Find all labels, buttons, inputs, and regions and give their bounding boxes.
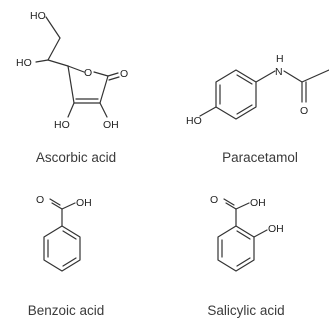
salicylic-oh-ring-label: OH bbox=[268, 223, 284, 235]
ascorbic-ho-top-label: HO bbox=[30, 10, 46, 22]
ascorbic-carbonyl-oxygen-label: O bbox=[120, 68, 128, 80]
paracetamol-o-label: O bbox=[300, 105, 308, 117]
salicylic-acid-structure: O OH OH bbox=[210, 194, 284, 272]
ascorbic-ho-side-label: HO bbox=[16, 57, 32, 69]
ascorbic-oh-bottom-right-label: OH bbox=[103, 119, 119, 131]
ascorbic-acid-caption: Ascorbic acid bbox=[35, 150, 117, 165]
paracetamol-n-label: N bbox=[275, 66, 283, 78]
benzoic-o-label: O bbox=[36, 194, 44, 206]
benzoic-acid-structure: O OH bbox=[36, 194, 92, 272]
salicylic-acid-caption: Salicylic acid bbox=[207, 303, 285, 318]
paracetamol-ho-label: HO bbox=[186, 115, 202, 127]
ascorbic-ring-oxygen-label: O bbox=[84, 67, 92, 79]
salicylic-o-label: O bbox=[210, 194, 218, 206]
benzoic-acid-caption: Benzoic acid bbox=[27, 303, 105, 318]
benzoic-oh-label: OH bbox=[76, 197, 92, 209]
ascorbic-ho-bottom-left-label: HO bbox=[54, 119, 70, 131]
salicylic-oh-acid-label: OH bbox=[250, 197, 266, 209]
paracetamol-h-label: H bbox=[276, 53, 284, 65]
paracetamol-structure: HO N H O bbox=[186, 53, 329, 127]
paracetamol-caption: Paracetamol bbox=[222, 150, 298, 165]
ascorbic-acid-structure: HO HO O O HO OH bbox=[16, 10, 128, 131]
